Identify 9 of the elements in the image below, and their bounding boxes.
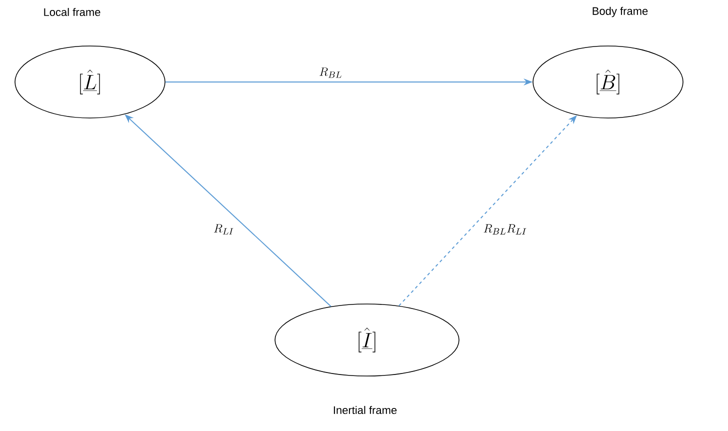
- node-heading: Inertial frame: [334, 406, 397, 414]
- ellipse-node: $[\hat{\underline{L}}]$: [14, 46, 166, 118]
- edge-label: $R_{BL}R_{LI}$: [482, 223, 528, 236]
- ellipse-node: $[\hat{\underline{I}}]$: [274, 304, 460, 376]
- ellipse-node: $[\hat{\underline{B}}]$: [532, 46, 684, 118]
- node-heading: Local frame: [44, 8, 100, 16]
- node-heading: Body frame: [592, 6, 648, 18]
- edge-label: $R_{LI}$: [212, 223, 235, 236]
- edge-label: $R_{BL}$: [318, 66, 344, 79]
